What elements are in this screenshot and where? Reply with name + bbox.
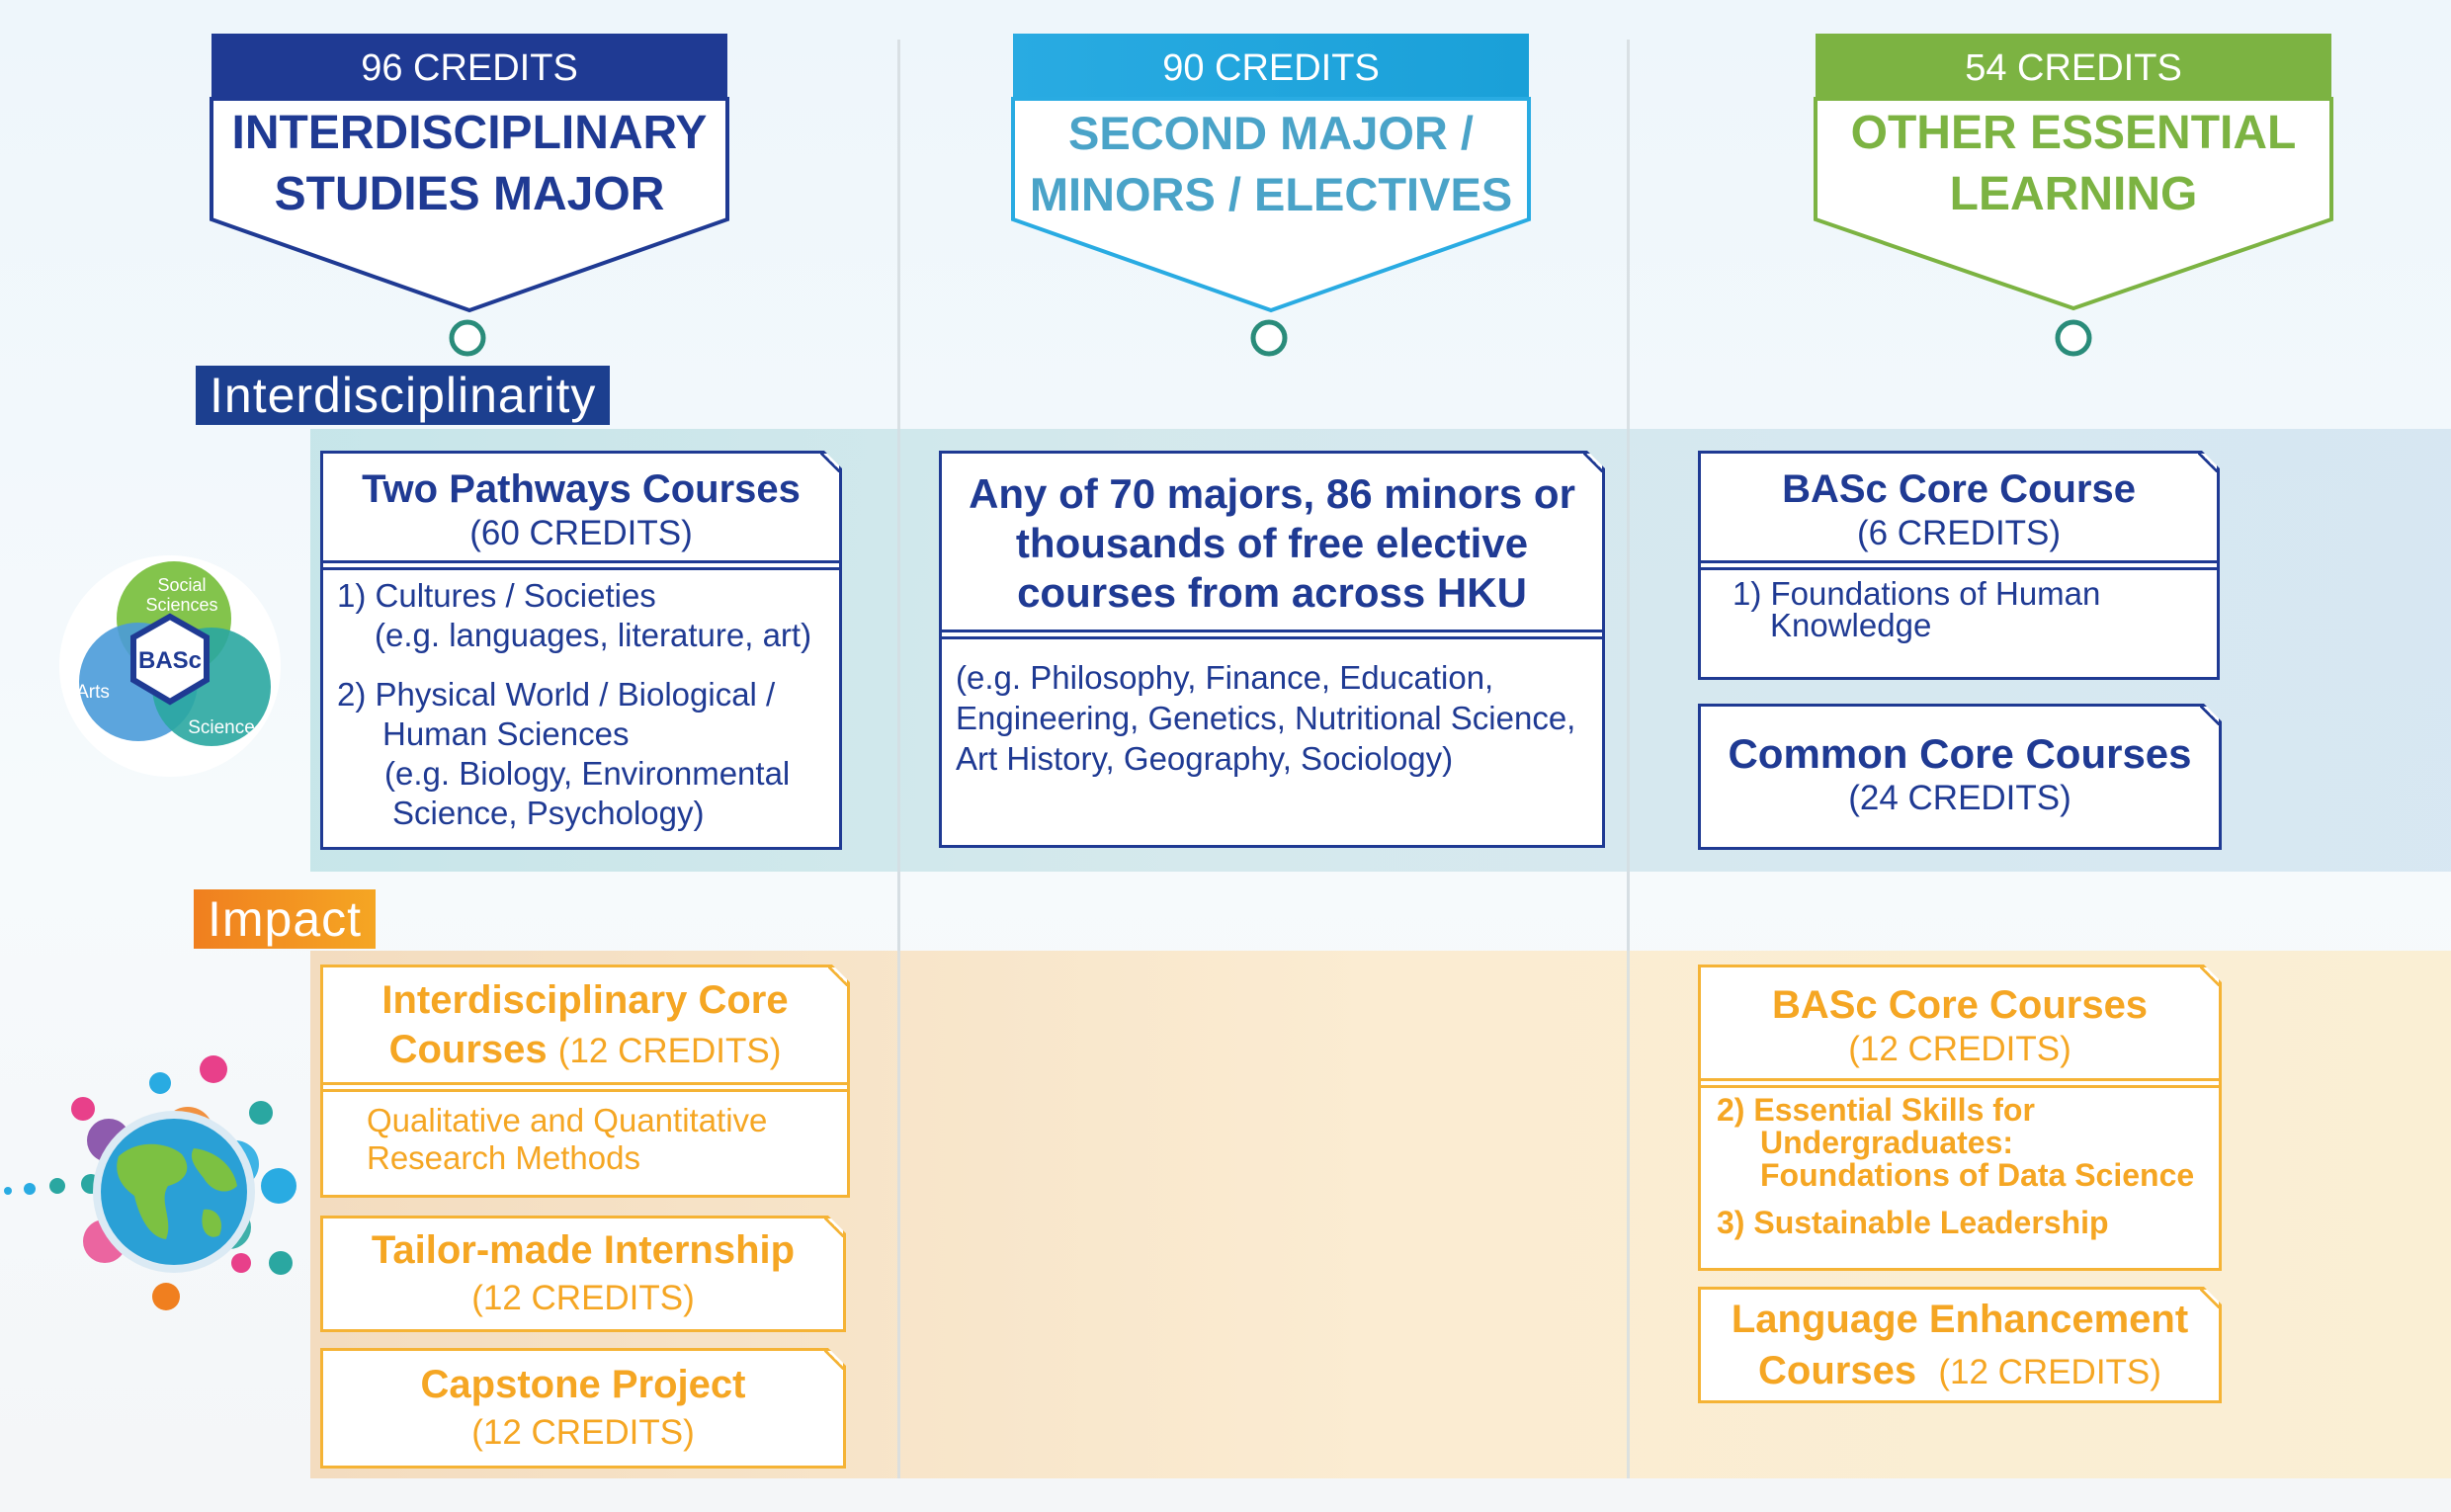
card-title-line: Language Enhancement [1731,1298,2189,1341]
card-credits: (12 CREDITS) [557,1032,782,1070]
card-title: Any of 70 majors, 86 minors or thousands… [942,469,1602,618]
card-any-majors: Any of 70 majors, 86 minors or thousands… [939,451,1605,848]
card-body: 1) Foundations of Human Knowledge [1701,578,2217,641]
section-tag-impact: Impact [194,889,377,949]
column-divider [897,429,900,1478]
card-credits: (60 CREDITS) [469,514,693,552]
logo-center-text: BASc [138,647,202,674]
card-common-core: Common Core Courses (24 CREDITS) [1698,704,2222,850]
card-item: 3) Sustainable Leadership [1717,1205,2109,1240]
header-title-second: SECOND MAJOR / MINORS / ELECTIVES [1013,103,1529,225]
card-two-pathways: Two Pathways Courses (60 CREDITS) 1) Cul… [320,451,842,850]
card-capstone: Capstone Project (12 CREDITS) [320,1348,846,1469]
card-item: Knowledge [1770,607,1932,643]
logo-sciences-text: Sciences [145,595,217,615]
card-item: 1) Cultures / Societies [337,577,656,614]
card-title: Tailor-made Internship [371,1228,796,1272]
card-item-example: Science, Psychology) [392,795,705,831]
card-title: BASc Core Course [1782,467,2136,511]
card-credits: (12 CREDITS) [1848,1030,2071,1068]
card-language-enhancement: Language Enhancement Courses (12 CREDITS… [1698,1287,2222,1403]
header-credits-other: 54 CREDITS [1965,47,2182,89]
card-internship: Tailor-made Internship (12 CREDITS) [320,1216,846,1332]
card-item: Foundations of Data Science [1760,1157,2195,1193]
card-title: BASc Core Courses [1771,983,2149,1027]
column-divider [1627,429,1630,1478]
header-title-line: SECOND MAJOR / [1068,107,1474,159]
card-title: Common Core Courses [1728,730,2192,777]
card-credits: (6 CREDITS) [1856,514,2062,552]
card-body: 2) Essential Skills for Undergraduates: … [1701,1094,2219,1239]
card-title: Capstone Project [420,1363,746,1406]
header-title-line: INTERDISCIPLINARY [231,107,708,159]
logo-social-text: Social [157,575,206,595]
card-divider [942,630,1602,639]
header-graphics [210,34,2333,357]
card-item: 2) Physical World / Biological / [337,676,776,713]
card-title: Two Pathways Courses [362,467,801,511]
card-basc-core-course: BASc Core Course (6 CREDITS) 1) Foundati… [1698,451,2220,680]
card-credits: (12 CREDITS) [471,1413,695,1452]
header-title-line: LEARNING [1949,168,2198,220]
card-body: (e.g. Philosophy, Finance, Education, En… [942,657,1602,779]
card-credits: (24 CREDITS) [1848,779,2071,817]
card-body-line: Qualitative and Quantitative [367,1102,768,1138]
card-body-line: Research Methods [367,1139,640,1176]
card-credits: (12 CREDITS) [1938,1353,2161,1391]
card-title-text: Courses [1758,1349,1917,1392]
card-example-line: (e.g. Philosophy, Finance, Education, [956,659,1494,696]
card-example-line: Art History, Geography, Sociology) [956,740,1454,777]
logo-science-text: Science [188,717,255,738]
card-interdisciplinary-core: Interdisciplinary Core Courses (12 CREDI… [320,965,850,1198]
card-title-line: Interdisciplinary Core [381,978,789,1022]
card-title-line: courses from across HKU [1017,569,1527,616]
card-title-text: Courses [388,1028,548,1071]
card-item-example: (e.g. Biology, Environmental [384,755,791,792]
card-credits: (12 CREDITS) [471,1279,695,1317]
section-tag-interdisciplinarity: Interdisciplinarity [196,366,611,425]
header-credits-second: 90 CREDITS [1162,47,1380,89]
card-body: Qualitative and Quantitative Research Me… [323,1102,847,1177]
card-title: Language Enhancement Courses (12 CREDITS… [1701,1294,2219,1398]
header-title-other: OTHER ESSENTIAL LEARNING [1816,103,2331,225]
card-divider [323,560,839,570]
card-item-example: (e.g. languages, literature, art) [375,617,812,653]
card-title-line: Courses (12 CREDITS) [1701,1345,2219,1398]
header-title-line: STUDIES MAJOR [274,168,665,220]
card-divider [323,1082,847,1092]
card-example-line: Engineering, Genetics, Nutritional Scien… [956,700,1576,736]
card-divider [1701,560,2217,570]
card-item: Human Sciences [382,715,630,752]
card-basc-core-courses: BASc Core Courses (12 CREDITS) 2) Essent… [1698,965,2222,1271]
card-title-line: Any of 70 majors, 86 minors or [969,470,1575,517]
header-title-line: MINORS / ELECTIVES [1029,168,1513,220]
logo-arts-text: Arts [76,682,110,703]
card-body: 1) Cultures / Societies (e.g. languages,… [323,576,839,833]
header-title-line: OTHER ESSENTIAL [1850,107,2297,159]
card-title: Interdisciplinary Core Courses (12 CREDI… [323,975,847,1076]
basc-venn-logo: BASc Social Sciences Arts Science [59,555,281,777]
card-title-line: thousands of free elective [1015,520,1529,566]
card-item: 1) Foundations of Human [1733,575,2101,612]
card-item: 2) Essential Skills for [1717,1092,2035,1128]
header-credits-major: 96 CREDITS [361,47,578,89]
card-title-line: Courses (12 CREDITS) [323,1025,847,1076]
header-title-major: INTERDISCIPLINARY STUDIES MAJOR [211,103,727,225]
globe-icon [4,1055,296,1310]
card-divider [1701,1078,2219,1088]
card-item: Undergraduates: [1760,1125,2014,1160]
